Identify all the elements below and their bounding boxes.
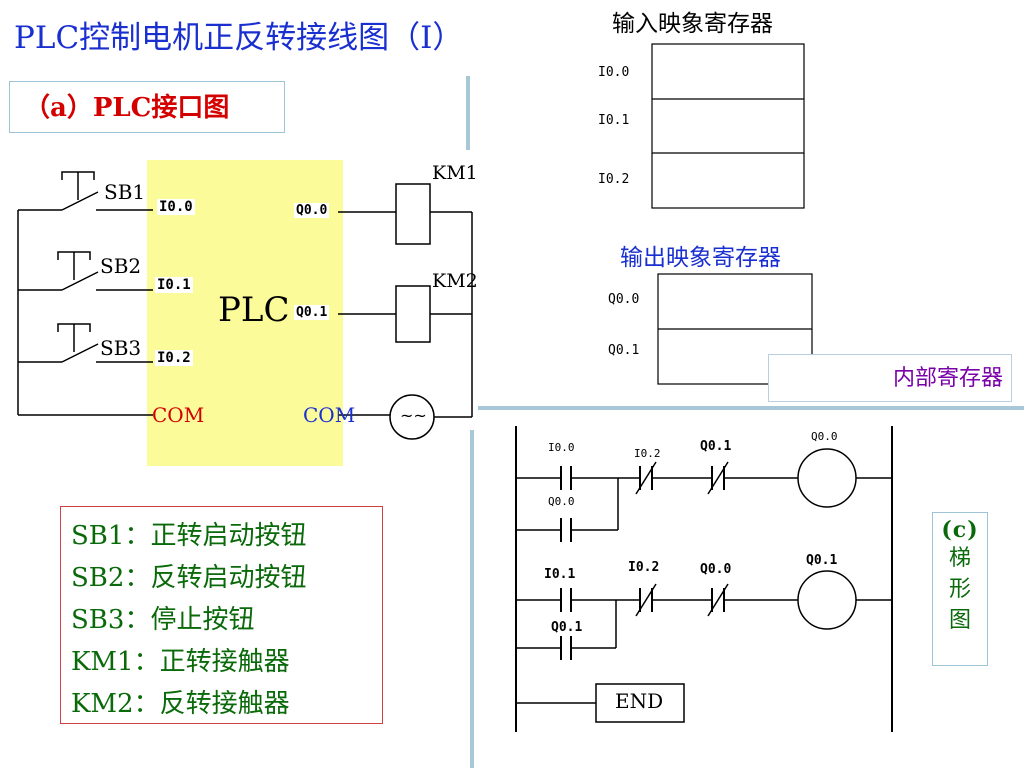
input-register-row-i02: I0.2	[598, 172, 630, 187]
sb3-switch	[61, 343, 99, 363]
output-register-row-q01: Q0.1	[608, 343, 640, 358]
plc-output-q00: Q0.0	[294, 203, 330, 218]
km2-coil	[395, 285, 431, 343]
ladder-rung-2	[516, 570, 892, 660]
rung2-seal-q01-label: Q0.1	[551, 620, 583, 635]
legend-sb1: SB1：正转启动按钮	[71, 521, 307, 551]
panel-c-label-top: (c)	[941, 517, 979, 543]
panel-c-char-2: 形	[948, 577, 971, 602]
plc-input-i01: I0.1	[155, 277, 193, 293]
legend-sb3: SB3：停止按钮	[71, 605, 255, 635]
input-register-table	[651, 43, 805, 209]
km2-label: KM2	[432, 270, 478, 292]
com-output-label: COM	[303, 403, 356, 427]
panel-c-label: (c) 梯 形 图	[932, 512, 988, 666]
sb3-button-icon	[57, 323, 91, 352]
sb2-switch	[61, 271, 99, 291]
ac-source-symbol: ~~	[400, 406, 427, 425]
com-input-label: COM	[152, 403, 205, 427]
plc-label: PLC	[218, 290, 290, 330]
rung1-seal-q00-label: Q0.0	[548, 495, 575, 508]
ladder-rung-1	[516, 448, 892, 542]
rung2-contact-i01-label: I0.1	[544, 567, 576, 582]
panel-a-label: （a）PLC接口图	[9, 81, 285, 133]
legend-km1: KM1：正转接触器	[71, 647, 290, 677]
km1-label: KM1	[432, 162, 478, 184]
rung1-contact-i02-label: I0.2	[634, 447, 661, 460]
plc-output-q01: Q0.1	[294, 305, 330, 320]
sb2-button-icon	[57, 251, 91, 280]
rung1-contact-i00-label: I0.0	[548, 441, 575, 454]
internal-register-label: 内部寄存器	[768, 354, 1012, 402]
sb1-button-icon	[61, 171, 95, 200]
rung2-coil-q01-label: Q0.1	[806, 553, 838, 568]
ladder-end-label: END	[615, 689, 664, 713]
rung2-contact-i02-label: I0.2	[628, 560, 660, 575]
input-register-row-i00: I0.0	[598, 65, 630, 80]
legend-km2: KM2：反转接触器	[71, 689, 290, 719]
page-title: PLC控制电机正反转接线图（I）	[14, 20, 464, 56]
input-register-row-i01: I0.1	[598, 113, 630, 128]
output-register-title: 输出映象寄存器	[620, 245, 781, 271]
plc-input-i02: I0.2	[155, 350, 193, 366]
legend-box: SB1：正转启动按钮 SB2：反转启动按钮 SB3：停止按钮 KM1：正转接触器…	[60, 506, 383, 724]
sb1-switch	[61, 191, 99, 211]
rung1-coil-q00-label: Q0.0	[811, 430, 838, 443]
plc-input-i00: I0.0	[157, 199, 195, 215]
ladder-end-block	[595, 683, 685, 723]
rung2-contact-q00-label: Q0.0	[700, 562, 732, 577]
output-register-row-q00: Q0.0	[608, 292, 640, 307]
rung1-contact-q01-label: Q0.1	[700, 439, 732, 454]
panel-c-char-3: 图	[948, 608, 971, 633]
sb3-label: SB3	[100, 336, 142, 360]
sb1-label: SB1	[104, 180, 146, 204]
km1-coil	[395, 183, 431, 245]
input-register-title: 输入映象寄存器	[612, 11, 773, 37]
legend-sb2: SB2：反转启动按钮	[71, 563, 307, 593]
sb2-label: SB2	[100, 254, 142, 278]
panel-c-char-1: 梯	[948, 546, 971, 571]
